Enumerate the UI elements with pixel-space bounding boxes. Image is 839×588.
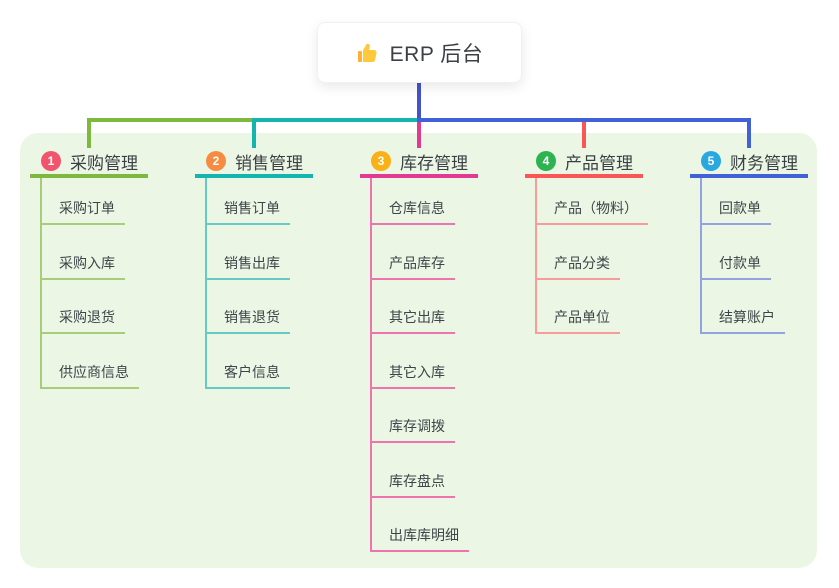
branch-title-label: 采购管理 xyxy=(70,153,138,173)
child-node-label: 产品分类 xyxy=(537,253,620,280)
branch-title-label: 库存管理 xyxy=(400,153,468,173)
child-node[interactable]: 其它入库 xyxy=(372,334,490,389)
branch-5-title[interactable]: 5 财务管理 xyxy=(690,148,808,178)
child-node[interactable]: 回款单 xyxy=(702,178,820,225)
child-node-label: 出库库明细 xyxy=(372,525,469,552)
branch-number-badge: 2 xyxy=(206,151,226,171)
root-node[interactable]: ERP 后台 xyxy=(317,22,522,83)
branch-4-title[interactable]: 4 产品管理 xyxy=(525,148,643,178)
child-node[interactable]: 销售退货 xyxy=(207,280,325,334)
branch-1: 1 采购管理 采购订单采购入库采购退货供应商信息 xyxy=(30,148,160,389)
branch-children: 采购订单采购入库采购退货供应商信息 xyxy=(40,178,160,389)
branch-3-title[interactable]: 3 库存管理 xyxy=(360,148,478,178)
child-node-label: 采购退货 xyxy=(42,307,125,334)
branch-1-title[interactable]: 1 采购管理 xyxy=(30,148,148,178)
child-node[interactable]: 供应商信息 xyxy=(42,334,160,389)
child-node-label: 产品（物料） xyxy=(537,198,648,225)
child-node-label: 库存盘点 xyxy=(372,471,455,498)
child-node-label: 采购订单 xyxy=(42,198,125,225)
branch-drop-line xyxy=(582,122,586,148)
child-node[interactable]: 产品库存 xyxy=(372,225,490,280)
branch-children: 销售订单销售出库销售退货客户信息 xyxy=(205,178,325,389)
branch-number-badge: 4 xyxy=(536,151,556,171)
branch-drop-line xyxy=(417,122,421,148)
branch-children: 回款单付款单结算账户 xyxy=(700,178,820,334)
branch-title-label: 销售管理 xyxy=(235,153,303,173)
branch-2: 2 销售管理 销售订单销售出库销售退货客户信息 xyxy=(195,148,325,389)
child-node[interactable]: 采购订单 xyxy=(42,178,160,225)
child-node-label: 付款单 xyxy=(702,253,771,280)
child-node-label: 库存调拨 xyxy=(372,416,455,443)
child-node[interactable]: 产品分类 xyxy=(537,225,655,280)
child-node[interactable]: 采购退货 xyxy=(42,280,160,334)
root-connector-line xyxy=(417,83,421,122)
child-node[interactable]: 库存盘点 xyxy=(372,443,490,498)
child-node-label: 供应商信息 xyxy=(42,362,139,389)
child-node[interactable]: 销售订单 xyxy=(207,178,325,225)
child-node-label: 回款单 xyxy=(702,198,771,225)
thumbs-up-icon xyxy=(356,41,380,65)
child-node-label: 其它入库 xyxy=(372,362,455,389)
branch-number-badge: 5 xyxy=(701,151,721,171)
child-node-label: 销售退货 xyxy=(207,307,290,334)
branch-2-title[interactable]: 2 销售管理 xyxy=(195,148,313,178)
child-node[interactable]: 库存调拨 xyxy=(372,389,490,443)
child-node[interactable]: 付款单 xyxy=(702,225,820,280)
child-node[interactable]: 产品（物料） xyxy=(537,178,655,225)
branch-children: 仓库信息产品库存其它出库其它入库库存调拨库存盘点出库库明细 xyxy=(370,178,490,552)
child-node-label: 销售出库 xyxy=(207,253,290,280)
root-node-label: ERP 后台 xyxy=(389,42,484,66)
child-node-label: 产品库存 xyxy=(372,253,455,280)
trunk-segment-midleft xyxy=(252,118,419,122)
branch-children: 产品（物料） 产品分类产品单位 xyxy=(535,178,655,334)
child-node-label: 仓库信息 xyxy=(372,198,455,225)
child-node-label: 客户信息 xyxy=(207,362,290,389)
child-node-label: 采购入库 xyxy=(42,253,125,280)
child-node[interactable]: 产品单位 xyxy=(537,280,655,334)
child-node-label: 销售订单 xyxy=(207,198,290,225)
child-node[interactable]: 其它出库 xyxy=(372,280,490,334)
branch-3: 3 库存管理 仓库信息产品库存其它出库其它入库库存调拨库存盘点出库库明细 xyxy=(360,148,490,552)
branch-title-label: 产品管理 xyxy=(565,153,633,173)
branch-number-badge: 1 xyxy=(41,151,61,171)
trunk-segment-right xyxy=(417,118,751,122)
branch-4: 4 产品管理 产品（物料） 产品分类产品单位 xyxy=(525,148,655,334)
trunk-segment-left xyxy=(87,118,252,122)
branch-drop-line xyxy=(87,122,91,148)
branch-drop-line xyxy=(252,122,256,148)
branch-number-badge: 3 xyxy=(371,151,391,171)
child-node[interactable]: 出库库明细 xyxy=(372,498,490,552)
child-node[interactable]: 客户信息 xyxy=(207,334,325,389)
child-node[interactable]: 销售出库 xyxy=(207,225,325,280)
child-node-label: 其它出库 xyxy=(372,307,455,334)
child-node-label: 结算账户 xyxy=(702,307,785,334)
child-node[interactable]: 结算账户 xyxy=(702,280,820,334)
child-node-label: 产品单位 xyxy=(537,307,620,334)
branch-title-label: 财务管理 xyxy=(730,153,798,173)
child-node[interactable]: 采购入库 xyxy=(42,225,160,280)
child-node[interactable]: 仓库信息 xyxy=(372,178,490,225)
branch-drop-line xyxy=(747,122,751,148)
branch-5: 5 财务管理 回款单付款单结算账户 xyxy=(690,148,820,334)
